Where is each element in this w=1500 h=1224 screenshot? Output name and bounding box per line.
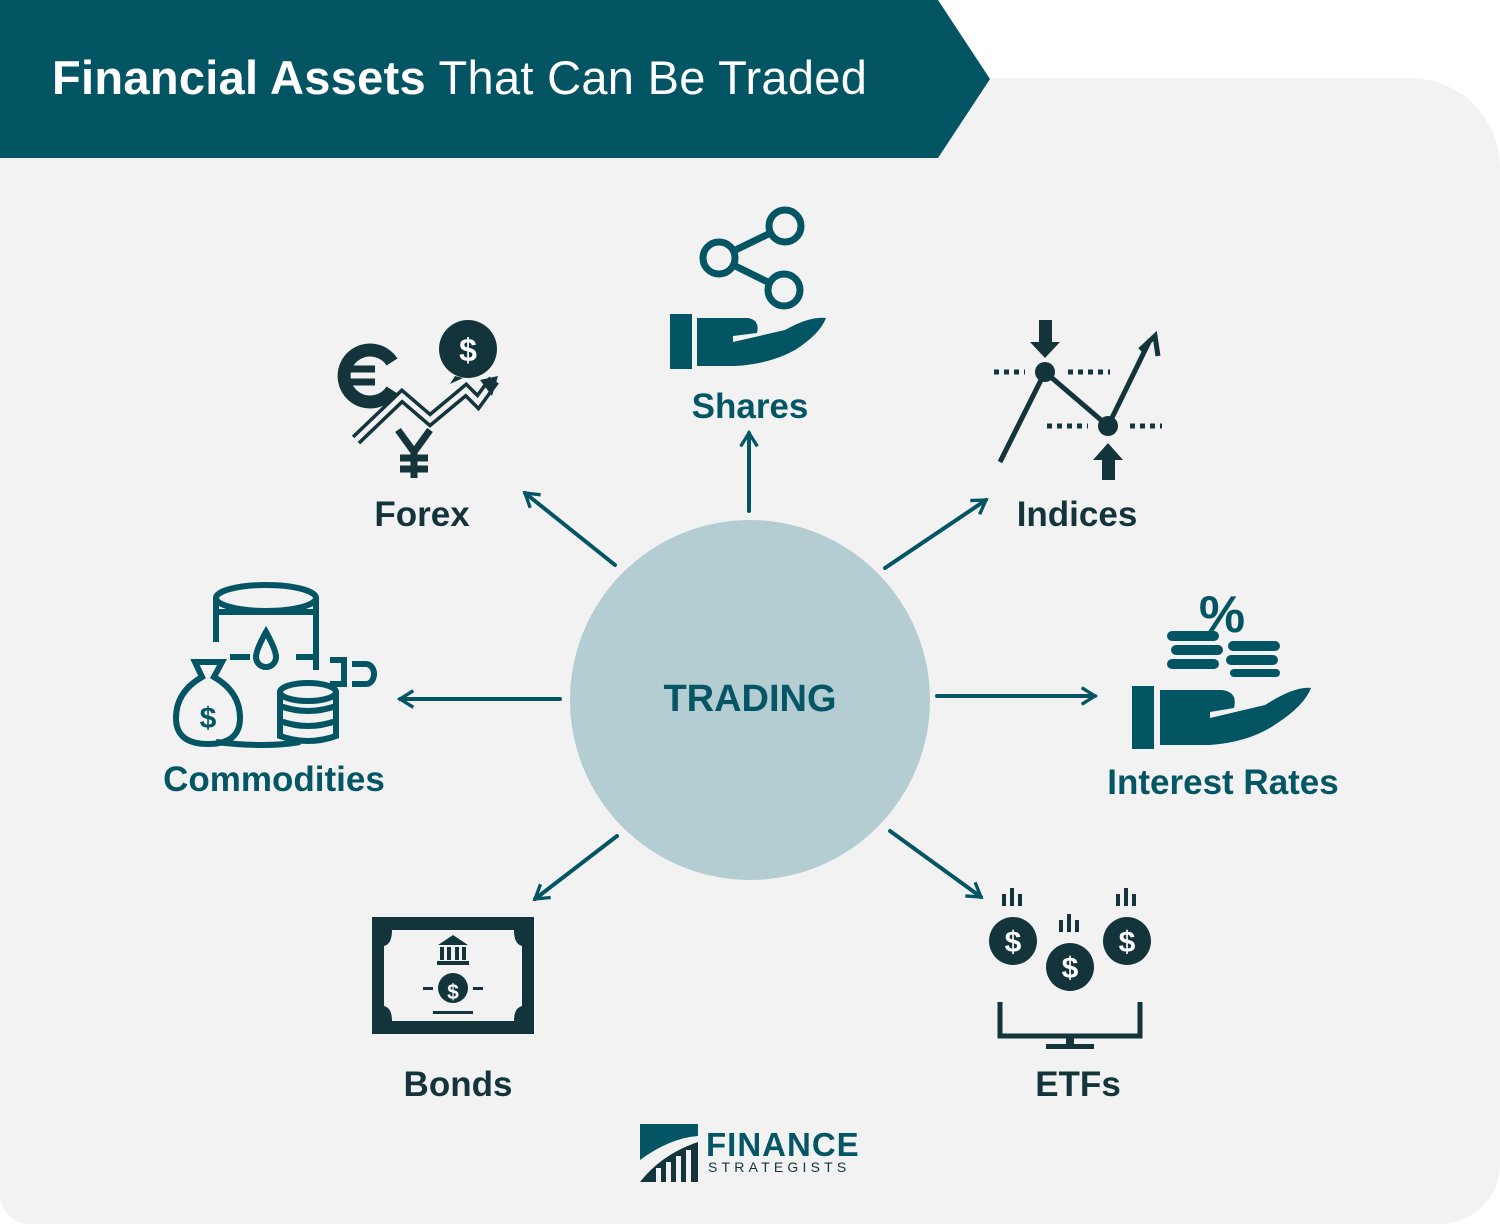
interest-rates-label: Interest Rates — [1107, 763, 1339, 802]
share-hand-icon — [670, 206, 826, 369]
title-bold: Financial Assets — [52, 51, 426, 104]
forex-label: Forex — [374, 495, 470, 534]
brand-name-bottom: STRATEGISTS — [708, 1159, 851, 1175]
oil-barrel-money-icon — [172, 582, 377, 748]
brand-name-top: FINANCE — [706, 1126, 860, 1163]
svg-text:$: $ — [200, 702, 217, 735]
indices-label: Indices — [1016, 495, 1138, 534]
arrow-to-bonds — [532, 834, 619, 901]
commodities-label: Commodities — [163, 760, 385, 799]
svg-text:$: $ — [447, 981, 459, 1004]
page-title: Financial Assets That Can Be Traded — [52, 50, 867, 105]
percent-coins-hand-icon: % — [1132, 586, 1311, 749]
bonds-label: Bonds — [403, 1065, 513, 1104]
shares-label: Shares — [691, 387, 809, 426]
title-banner — [0, 0, 990, 158]
svg-text:$: $ — [1119, 926, 1136, 959]
coins-monitor-icon: $ $ $ — [989, 888, 1151, 1049]
arrow-to-forex — [522, 491, 617, 567]
finance-strategists-logo-icon — [640, 1124, 698, 1182]
svg-text:$: $ — [1005, 926, 1022, 959]
title-rest: That Can Be Traded — [425, 51, 868, 104]
arrow-to-etfs — [888, 829, 984, 899]
currency-exchange-icon: $ — [337, 320, 499, 478]
svg-text:$: $ — [1062, 952, 1079, 985]
index-chart-icon — [994, 320, 1162, 480]
bank-bond-certificate-icon: $ — [372, 917, 534, 1034]
trading-hub-circle — [570, 520, 930, 880]
arrow-to-indices — [883, 498, 989, 570]
svg-text:$: $ — [459, 332, 477, 368]
hub-label: TRADING — [663, 678, 837, 720]
etfs-label: ETFs — [1035, 1065, 1121, 1104]
